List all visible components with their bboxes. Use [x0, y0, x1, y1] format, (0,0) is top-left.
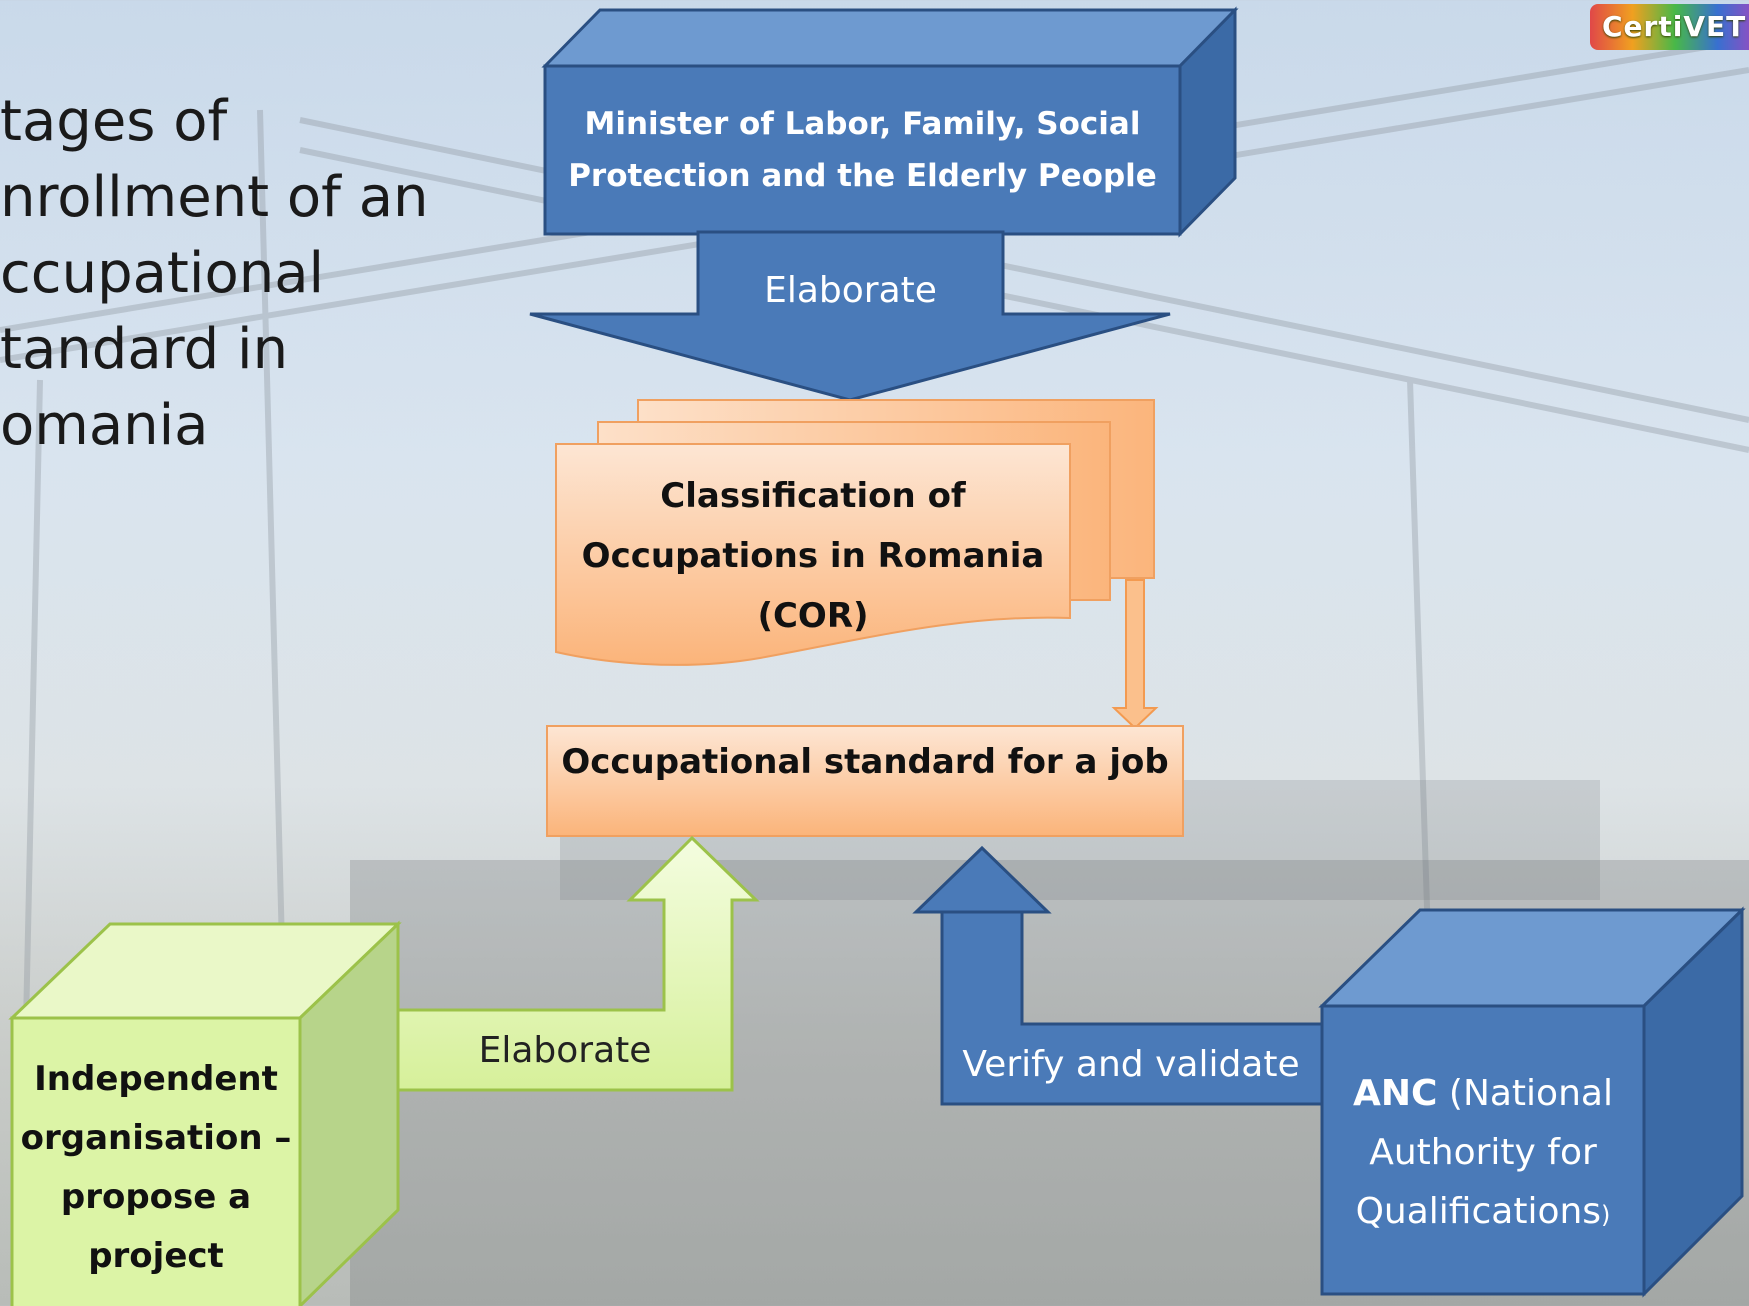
minister-box-top — [541, 8, 1239, 68]
anc-box-front — [1320, 1004, 1646, 1296]
independent-box — [8, 920, 402, 1306]
independent-label-line-4: project — [88, 1236, 224, 1276]
anc-acronym: ANC — [1353, 1073, 1438, 1114]
anc-box — [1318, 906, 1746, 1298]
cor-label-line-2: Occupations in Romania — [581, 536, 1045, 576]
crane-silhouettes — [0, 37, 1749, 1301]
minister-label-line-2: Protection and the Elderly People — [568, 158, 1157, 194]
anc-label-line-1: ANC (National — [1322, 1064, 1644, 1123]
anc-label-line-1-rest: (National — [1437, 1073, 1613, 1114]
anc-label: ANC (National Authority for Qualificatio… — [1322, 1064, 1644, 1245]
anc-label-line-3-paren: ) — [1601, 1201, 1611, 1229]
cor-label-line-1: Classification of — [660, 476, 966, 516]
elaborate-down-arrow — [529, 230, 1171, 402]
occupational-standard-label: Occupational standard for a job — [561, 742, 1169, 782]
independent-label-line-2: organisation – — [20, 1118, 292, 1158]
verify-validate-label: Verify and validate — [962, 1044, 1300, 1085]
title-line-1: tages of — [0, 89, 228, 154]
occupational-standard-box — [546, 725, 1184, 837]
cor-doc-front — [555, 443, 1071, 666]
logo-text: CertiVET — [1602, 10, 1747, 43]
title-line-3: ccupational — [0, 241, 325, 306]
anc-to-standard-arrow — [912, 845, 1324, 1106]
certivet-logo: CertiVET — [1590, 4, 1749, 50]
independent-to-standard-arrow — [396, 835, 760, 1092]
cor-to-standard-arrow — [1111, 579, 1159, 730]
independent-box-front — [10, 1016, 302, 1306]
cor-document-stack — [555, 399, 1155, 666]
cor-label-line-3: (COR) — [757, 596, 869, 636]
elaborate-left-label: Elaborate — [478, 1030, 652, 1071]
minister-box-front — [543, 64, 1182, 236]
anc-label-line-3: Qualifications) — [1322, 1182, 1644, 1245]
title-line-4: tandard in — [0, 317, 289, 382]
independent-label-line-1: Independent — [34, 1059, 278, 1099]
title-line-5: omania — [0, 393, 209, 458]
independent-label-line-3: propose a — [60, 1177, 252, 1217]
minister-label-line-1: Minister of Labor, Family, Social — [584, 106, 1141, 142]
anc-label-line-2: Authority for — [1369, 1132, 1597, 1173]
minister-label: Minister of Labor, Family, Social Protec… — [545, 98, 1180, 202]
title-line-2: nrollment of an — [0, 165, 429, 230]
cor-label: Classification of Occupations in Romania… — [556, 466, 1070, 646]
elaborate-down-label: Elaborate — [764, 270, 937, 311]
independent-label: Independent organisation – propose a pro… — [12, 1050, 300, 1286]
anc-label-line-3-text: Qualifications — [1355, 1191, 1602, 1232]
minister-box — [541, 6, 1239, 238]
